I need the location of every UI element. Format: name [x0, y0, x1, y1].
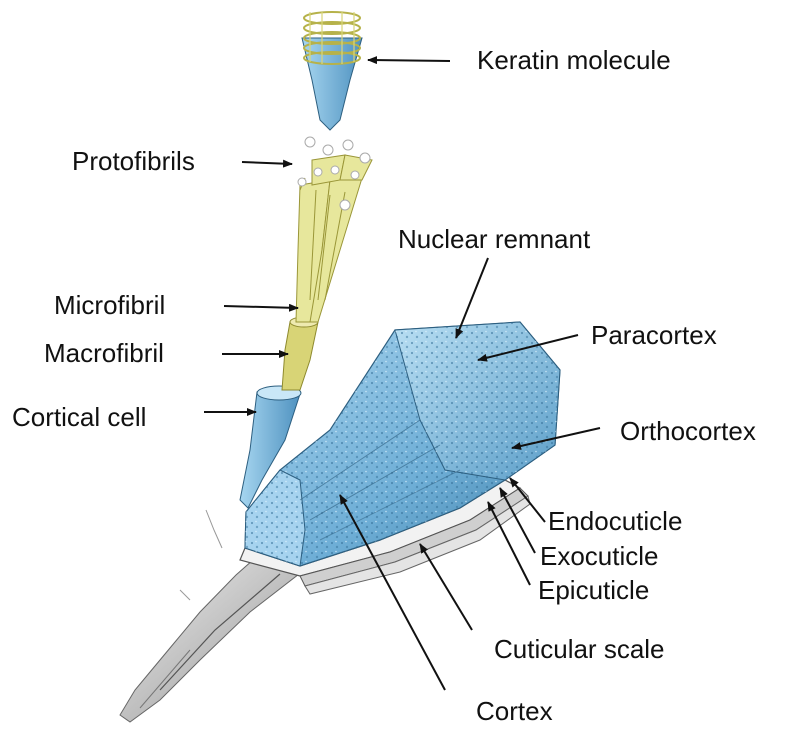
keratin-molecule-shape: [302, 12, 362, 130]
label-nuclear-remnant: Nuclear remnant: [398, 226, 590, 252]
label-cortical-cell: Cortical cell: [12, 404, 146, 430]
label-microfibril: Microfibril: [54, 292, 165, 318]
label-paracortex: Paracortex: [591, 322, 717, 348]
pointer-keratin-molecule: [368, 60, 450, 61]
label-keratin-molecule: Keratin molecule: [477, 47, 671, 73]
pointer-microfibril: [224, 306, 298, 308]
pointer-protofibrils: [242, 162, 292, 164]
fibril-bundle: [296, 155, 372, 322]
label-epicuticle: Epicuticle: [538, 577, 649, 603]
label-cuticular-scale: Cuticular scale: [494, 636, 665, 662]
label-exocuticle: Exocuticle: [540, 543, 659, 569]
label-endocuticle: Endocuticle: [548, 508, 682, 534]
label-orthocortex: Orthocortex: [620, 418, 756, 444]
label-protofibrils: Protofibrils: [72, 148, 195, 174]
label-macrofibril: Macrofibril: [44, 340, 164, 366]
pointer-cuticular-scale: [420, 544, 472, 630]
label-cortex: Cortex: [476, 698, 553, 724]
